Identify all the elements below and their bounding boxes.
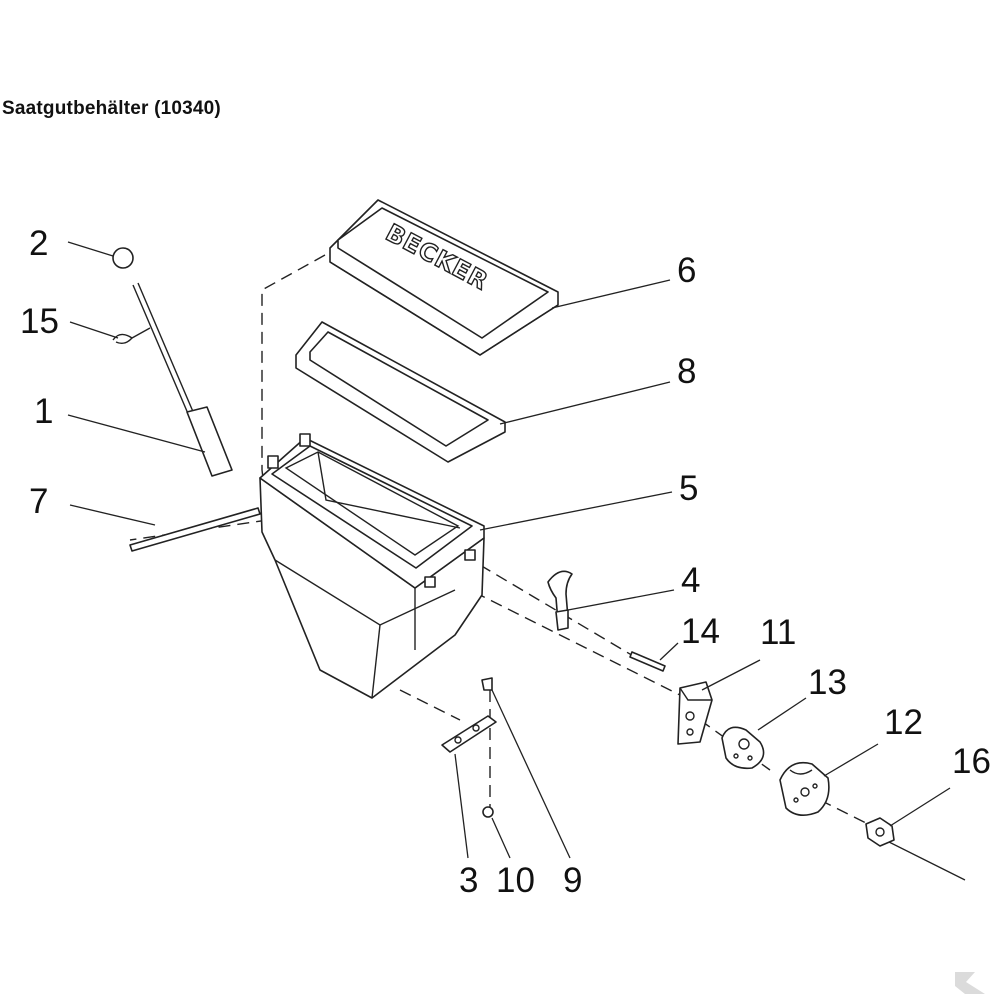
leader-lines [67,241,951,859]
diagram-title: Saatgutbehälter (10340) [2,98,221,119]
callout-13: 13 [808,663,847,702]
part-pin [629,651,666,672]
part-hook [547,570,573,631]
callout-15: 15 [20,302,59,341]
callout-16: 16 [952,742,991,781]
callout-10: 10 [496,861,535,900]
callout-12: 12 [884,703,923,742]
part-nut [865,817,895,847]
callout-4: 4 [681,561,700,600]
part-hopper [259,433,485,699]
callout-14: 14 [681,612,720,651]
callout-numbers: 2 15 1 7 6 8 5 4 14 11 13 12 16 3 10 9 [20,224,991,900]
callout-5: 5 [679,469,698,508]
callout-1: 1 [34,392,53,431]
assembly-lines [129,254,966,881]
part-disc [721,726,765,770]
part-lid: BECKER [329,199,559,356]
callout-3: 3 [459,861,478,900]
part-agitator-shaft [112,247,233,477]
callout-8: 8 [677,352,696,391]
callout-9: 9 [563,861,582,900]
callout-7: 7 [29,482,48,521]
part-screw [481,677,493,691]
part-plate [441,715,497,753]
callout-11: 11 [760,613,796,652]
callout-6: 6 [677,251,696,290]
part-bracket [677,681,713,745]
part-rod [129,507,261,552]
part-washer [482,806,494,818]
watermark-logo [955,972,985,994]
part-seal [295,321,506,463]
part-cam [779,761,830,816]
callout-2: 2 [29,224,48,263]
